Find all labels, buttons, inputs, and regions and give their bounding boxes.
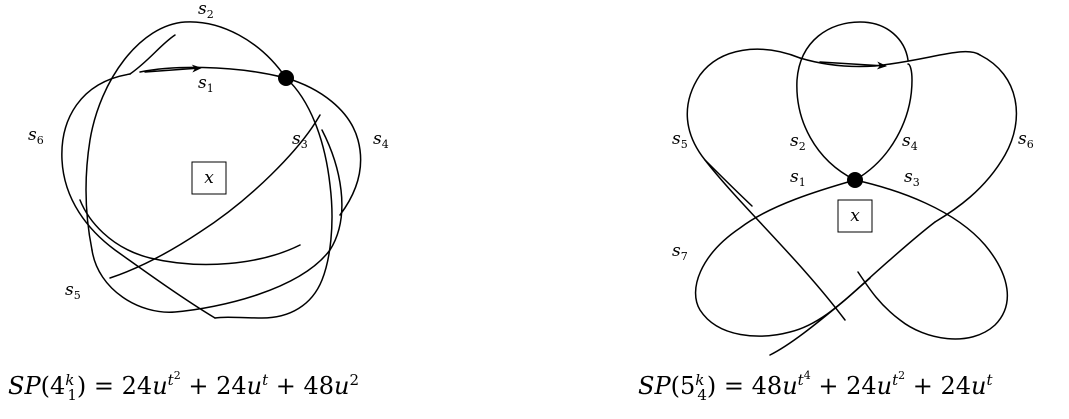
right-knot-diagram: x s2 s4 s1 s3 s5 s6 s7	[672, 21, 1034, 356]
right-term-3: 24ut	[940, 371, 993, 400]
right-term-1: 48ut4	[751, 369, 811, 400]
left-formula-name: SP	[8, 372, 41, 400]
left-strand-s1-arrow	[144, 64, 202, 73]
right-label-s3: s3	[904, 167, 920, 189]
left-box-label: x	[204, 168, 214, 188]
right-box-label: x	[850, 206, 860, 226]
left-plus-1: +	[180, 372, 217, 400]
right-polynomial-formula: SP(5k4) = 48ut4 + 24ut2 + 24ut	[638, 369, 993, 404]
right-strand-s4-loop	[854, 63, 913, 181]
left-strand-s2-arc	[85, 21, 287, 251]
left-label-s3: s3	[292, 129, 308, 151]
right-strand-top-arc	[799, 50, 981, 68]
left-equals: =	[86, 372, 122, 400]
right-strand-s3-lobe	[854, 179, 1009, 340]
left-polynomial-formula: SP(4k1) = 24ut2 + 24ut + 48u2	[8, 369, 360, 404]
right-plus-1: +	[810, 372, 847, 400]
left-label-s1: s1	[198, 73, 214, 95]
left-label-s6: s6	[28, 125, 44, 147]
right-strand-cross-left	[704, 159, 753, 207]
right-basepoint-dot	[847, 172, 863, 188]
left-knot-number: 4	[49, 372, 66, 400]
right-strand-s5-loop	[686, 48, 846, 321]
right-strand-cross	[769, 221, 936, 356]
left-term-3: 48u2	[303, 371, 360, 400]
right-strand-s1-lobe	[694, 179, 871, 337]
right-strand-s2-loop	[796, 21, 909, 181]
left-region-box	[191, 161, 227, 195]
left-term-1: 24ut2	[121, 369, 181, 400]
right-plus-2: +	[905, 372, 941, 400]
right-knot-sup: k	[695, 371, 705, 389]
left-strand-s6-loop	[61, 73, 216, 319]
right-strand-arrow	[819, 61, 887, 70]
left-strand-cross-a	[129, 34, 176, 75]
right-knot-number: 5	[679, 372, 696, 400]
left-knot-sub: 1	[67, 385, 77, 404]
left-strand-s3-arc	[214, 77, 333, 319]
right-knot-sub: 4	[697, 385, 707, 404]
left-plus-2: +	[268, 372, 304, 400]
right-strand-s6-loop	[934, 54, 1018, 223]
right-term-2: 24ut2	[846, 369, 906, 400]
left-label-s4: s4	[373, 129, 389, 151]
right-label-s2: s2	[790, 131, 806, 153]
left-strand-s1-arc	[139, 66, 287, 79]
left-strand-cross-b	[109, 114, 321, 279]
left-strand-s2-lower	[91, 129, 343, 313]
left-basepoint-dot	[278, 70, 294, 86]
right-formula-name: SP	[638, 372, 671, 400]
right-equals: =	[716, 372, 752, 400]
left-knot-sup: k	[65, 371, 75, 389]
left-label-s5: s5	[65, 280, 81, 302]
left-label-s2: s2	[198, 0, 214, 21]
right-label-s6: s6	[1018, 129, 1034, 151]
left-knot-diagram: x s2 s1 s3 s4 s6 s5	[28, 0, 389, 319]
right-region-box	[837, 199, 873, 233]
right-label-s1: s1	[790, 167, 806, 189]
right-label-s7: s7	[672, 241, 688, 263]
left-term-2: 24ut	[216, 371, 269, 400]
left-strand-s4-loop	[285, 77, 362, 216]
right-label-s4: s4	[902, 131, 918, 153]
right-label-s5: s5	[672, 129, 688, 151]
left-strand-s5-loop	[79, 199, 301, 266]
